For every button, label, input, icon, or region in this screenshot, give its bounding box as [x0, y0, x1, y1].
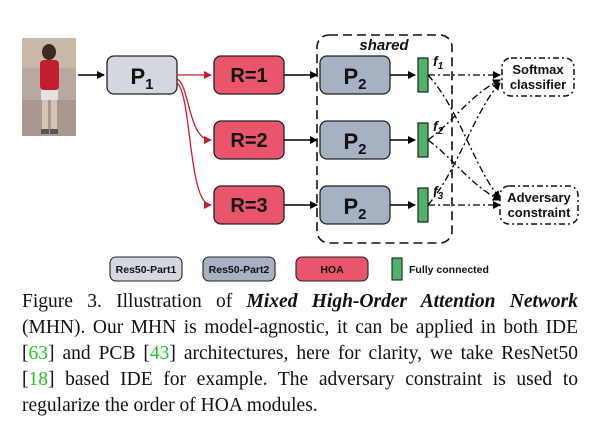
- caption-text-3: ] architectures, here for clarity, we ta…: [22, 343, 578, 390]
- caption-text-1: (MHN). Our MHN is model-agnostic, it can…: [22, 317, 578, 364]
- hoa-label-r3: R=3: [230, 195, 267, 217]
- hoa-label-r1: R=1: [230, 65, 267, 87]
- fc-layer-1: [417, 57, 429, 93]
- p2-block-3: P2: [319, 185, 391, 225]
- red-arrows: [176, 71, 212, 209]
- p2-block-1: P2: [319, 55, 391, 95]
- architecture-diagram: P1 R=1 R=2 R=3 shared P2 P2 P2: [22, 34, 579, 282]
- arrows-p2-fc: [390, 71, 416, 209]
- hoa-block-r2: R=2: [213, 120, 285, 160]
- svg-text:HOA: HOA: [320, 264, 344, 276]
- svg-text:P2: P2: [343, 64, 366, 93]
- adversary-constraint: Adversary constraint: [499, 185, 579, 225]
- svg-text:Res50-Part1: Res50-Part1: [116, 264, 177, 276]
- p1-block: P1: [106, 55, 178, 95]
- caption-prefix: Figure 3. Illustration of: [22, 291, 247, 312]
- svg-text:P2: P2: [343, 129, 366, 158]
- p2-block-2: P2: [319, 120, 391, 160]
- svg-text:P2: P2: [343, 194, 366, 223]
- legend-fc: Fully connected: [391, 257, 489, 281]
- fc-layer-3: [417, 187, 429, 223]
- shared-label: shared: [359, 37, 409, 54]
- figure-caption: Figure 3. Illustration of Mixed High-Ord…: [22, 289, 578, 419]
- legend: Res50-Part1 Res50-Part2 HOA Fully connec…: [109, 256, 489, 282]
- feature-label-f2: f2: [433, 118, 444, 137]
- feature-label-f1: f1: [433, 53, 444, 72]
- p1-base: P: [130, 64, 145, 89]
- caption-text-4: ] based IDE for example. The adversary c…: [22, 369, 578, 416]
- softmax-line1: Softmax: [512, 62, 564, 77]
- hoa-block-r1: R=1: [213, 55, 285, 95]
- caption-text-2: ] and PCB [: [48, 343, 150, 364]
- adversary-line2: constraint: [508, 205, 572, 220]
- feature-label-f3: f3: [433, 183, 444, 202]
- head-arrows: [427, 71, 501, 209]
- citation-63[interactable]: 63: [28, 343, 49, 364]
- svg-text:Res50-Part2: Res50-Part2: [209, 264, 270, 276]
- citation-43[interactable]: 43: [149, 343, 170, 364]
- hoa-block-r3: R=3: [213, 185, 285, 225]
- citation-18[interactable]: 18: [28, 369, 49, 390]
- legend-hoa: HOA: [295, 256, 369, 282]
- hoa-label-r2: R=2: [230, 130, 267, 152]
- shared-region: [316, 34, 453, 244]
- svg-text:P1: P1: [130, 64, 153, 93]
- legend-part2: Res50-Part2: [202, 256, 276, 282]
- softmax-classifier: Softmax classifier: [501, 57, 575, 97]
- arrows-r-p2: [284, 71, 318, 209]
- p1-sub: 1: [145, 76, 153, 93]
- svg-text:Fully connected: Fully connected: [409, 264, 489, 276]
- softmax-line2: classifier: [510, 77, 566, 92]
- adversary-line1: Adversary: [507, 190, 571, 205]
- caption-title: Mixed High-Order Attention Network: [246, 291, 578, 312]
- fc-layer-2: [417, 122, 429, 158]
- person-photo-icon: [22, 38, 76, 136]
- legend-part1: Res50-Part1: [109, 256, 183, 282]
